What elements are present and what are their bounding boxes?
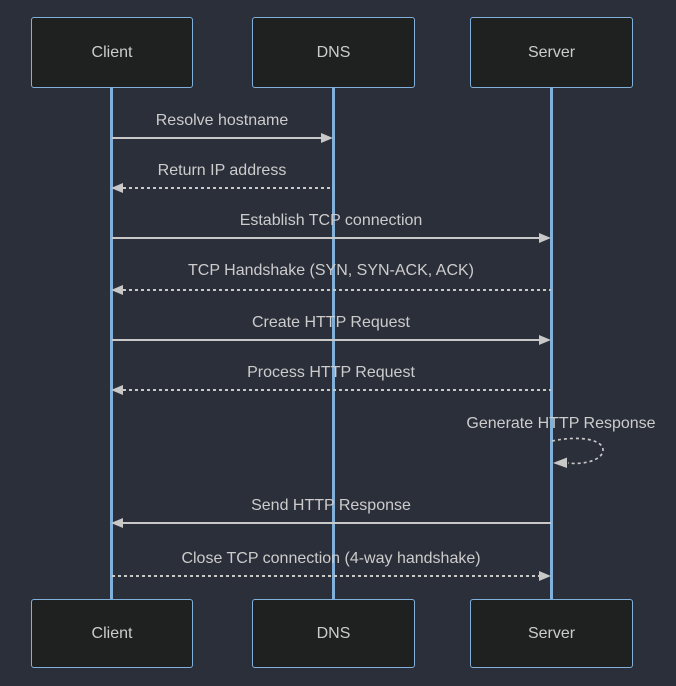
actor-dns-label: DNS (316, 624, 351, 642)
actor-server-label: Server (527, 624, 576, 642)
arrowhead-left-icon (111, 385, 123, 395)
message-label-return-ip: Return IP address (157, 162, 287, 179)
actor-dns-bottom: DNS (252, 599, 415, 668)
message-label-send-http-response: Send HTTP Response (251, 497, 411, 514)
message-line-send-http-response (123, 522, 551, 524)
message-line-establish-tcp (112, 237, 540, 239)
actor-server-top: Server (470, 17, 633, 88)
actor-dns-top: DNS (252, 17, 415, 88)
actor-client-bottom: Client (31, 599, 193, 668)
message-line-create-http-request (112, 339, 540, 341)
message-label-generate-http-response: Generate HTTP Response (466, 415, 656, 432)
arrowhead-left-icon (111, 285, 123, 295)
arrowhead-right-icon (539, 571, 551, 581)
lifeline-server (550, 88, 553, 600)
actor-server-label: Server (527, 43, 576, 61)
message-label-close-tcp: Close TCP connection (4-way handshake) (181, 550, 481, 567)
actor-client-label: Client (91, 624, 133, 642)
message-line-close-tcp (112, 575, 540, 577)
lifeline-dns (332, 88, 335, 600)
message-line-process-http-request (123, 389, 551, 391)
arrowhead-left-icon (111, 183, 123, 193)
arrowhead-left-icon (111, 518, 123, 528)
message-label-resolve-hostname: Resolve hostname (155, 112, 289, 129)
message-label-establish-tcp: Establish TCP connection (239, 212, 423, 229)
lifeline-client (110, 88, 113, 600)
self-loop-arrow (551, 437, 604, 468)
message-line-return-ip (123, 187, 333, 189)
actor-client-label: Client (91, 43, 133, 61)
message-label-tcp-handshake: TCP Handshake (SYN, SYN-ACK, ACK) (187, 262, 475, 279)
actor-dns-label: DNS (316, 43, 351, 61)
message-line-resolve-hostname (112, 137, 322, 139)
arrowhead-right-icon (539, 335, 551, 345)
actor-server-bottom: Server (470, 599, 633, 668)
actor-client-top: Client (31, 17, 193, 88)
message-label-process-http-request: Process HTTP Request (247, 364, 415, 381)
message-label-create-http-request: Create HTTP Request (252, 314, 410, 331)
arrowhead-right-icon (321, 133, 333, 143)
message-line-tcp-handshake (123, 289, 551, 291)
arrowhead-right-icon (539, 233, 551, 243)
